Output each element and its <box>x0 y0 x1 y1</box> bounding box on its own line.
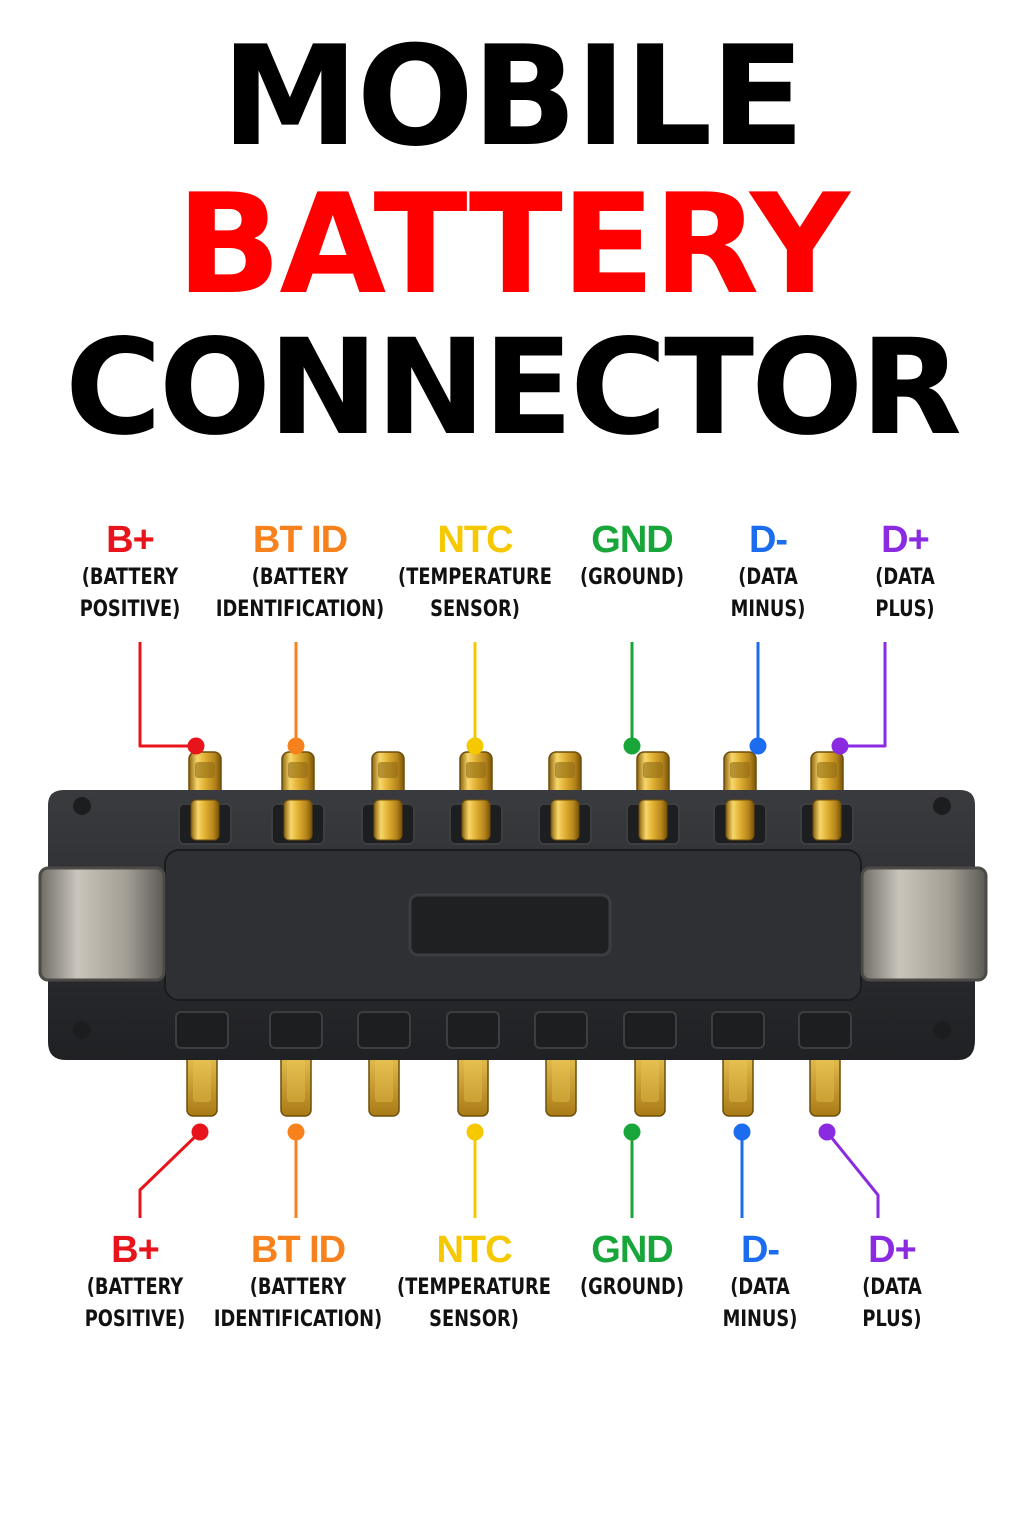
leader-lines <box>138 642 887 1218</box>
pin-description: (DATA MINUS) <box>730 565 806 622</box>
bottom-label-bt-id: BT ID (BATTERY IDENTIFICATION) <box>203 1228 393 1336</box>
center-recess <box>408 893 612 957</box>
bottom-label-d-minus: D- (DATA MINUS) <box>665 1228 855 1336</box>
bottom-leader-b-plus <box>138 1123 209 1218</box>
right-metal-tab <box>860 866 988 982</box>
top-label-d-minus: D- (DATA MINUS) <box>673 518 863 626</box>
pin-code: BT ID <box>252 519 348 561</box>
pin-description: (TEMPERATURE SENSOR) <box>397 1275 551 1332</box>
top-leader-d-minus <box>749 642 767 755</box>
bottom-label-gnd: GND (GROUND) <box>537 1228 727 1304</box>
pin-description: (BATTERY IDENTIFICATION) <box>215 565 385 622</box>
pin-code: NTC <box>437 519 513 561</box>
pin-code: D- <box>748 519 788 561</box>
pin-code: D- <box>740 1229 780 1271</box>
pin-code: NTC <box>436 1229 512 1271</box>
pin-code: B+ <box>106 519 155 561</box>
left-metal-tab <box>38 866 166 982</box>
pin-description: (DATA PLUS) <box>862 1275 922 1332</box>
pin-description: (DATA MINUS) <box>722 1275 798 1332</box>
title-line-1: MOBILE <box>221 16 804 177</box>
bottom-leader-d-plus <box>818 1123 880 1218</box>
top-leader-b-plus <box>138 642 205 755</box>
connector-body <box>38 751 988 1117</box>
bottom-pin-slot <box>623 1011 677 1049</box>
top-leader-d-plus <box>831 642 887 755</box>
pin-code: GND <box>591 519 673 561</box>
pin-code: GND <box>591 1229 673 1271</box>
bottom-pin-slot <box>798 1011 852 1049</box>
pin-description: (BATTERY IDENTIFICATION) <box>213 1275 383 1332</box>
pin-description: (GROUND) <box>580 565 684 590</box>
pin-description: (DATA PLUS) <box>875 565 935 622</box>
pin-code: D+ <box>868 1229 917 1271</box>
bottom-leader-ntc <box>466 1123 484 1218</box>
top-pin-slots <box>178 799 854 845</box>
pin-code: BT ID <box>250 1229 346 1271</box>
pin-code: D+ <box>881 519 930 561</box>
title-line-3: CONNECTOR <box>65 311 962 465</box>
bottom-pin-slots <box>175 1011 852 1049</box>
bottom-label-ntc: NTC (TEMPERATURE SENSOR) <box>379 1228 569 1336</box>
pin-description: (BATTERY POSITIVE) <box>84 1275 186 1332</box>
top-leader-gnd <box>623 642 641 755</box>
bottom-pin-slot <box>357 1011 411 1049</box>
bottom-leader-gnd <box>623 1123 641 1218</box>
bottom-label-b-plus: B+ (BATTERY POSITIVE) <box>40 1228 230 1336</box>
bottom-leader-bt-id <box>287 1123 305 1218</box>
pin-code: B+ <box>111 1229 160 1271</box>
top-leader-bt-id <box>287 642 305 755</box>
bottom-pin-slot <box>269 1011 323 1049</box>
bottom-leader-d-minus <box>733 1123 751 1218</box>
pin-description: (GROUND) <box>580 1275 684 1300</box>
bottom-pin-slot <box>534 1011 588 1049</box>
bottom-pin-slot <box>175 1011 229 1049</box>
top-leader-ntc <box>466 642 484 755</box>
bottom-pin-slot <box>711 1011 765 1049</box>
top-label-bt-id: BT ID (BATTERY IDENTIFICATION) <box>205 518 395 626</box>
bottom-pin-slot <box>446 1011 500 1049</box>
pin-description: (BATTERY POSITIVE) <box>79 565 181 622</box>
title-line-2: BATTERY <box>176 164 850 325</box>
pin-description: (TEMPERATURE SENSOR) <box>398 565 552 622</box>
top-label-ntc: NTC (TEMPERATURE SENSOR) <box>380 518 570 626</box>
top-label-b-plus: B+ (BATTERY POSITIVE) <box>35 518 225 626</box>
top-label-gnd: GND (GROUND) <box>537 518 727 594</box>
bottom-label-d-plus: D+ (DATA PLUS) <box>797 1228 987 1336</box>
top-label-d-plus: D+ (DATA PLUS) <box>810 518 1000 626</box>
